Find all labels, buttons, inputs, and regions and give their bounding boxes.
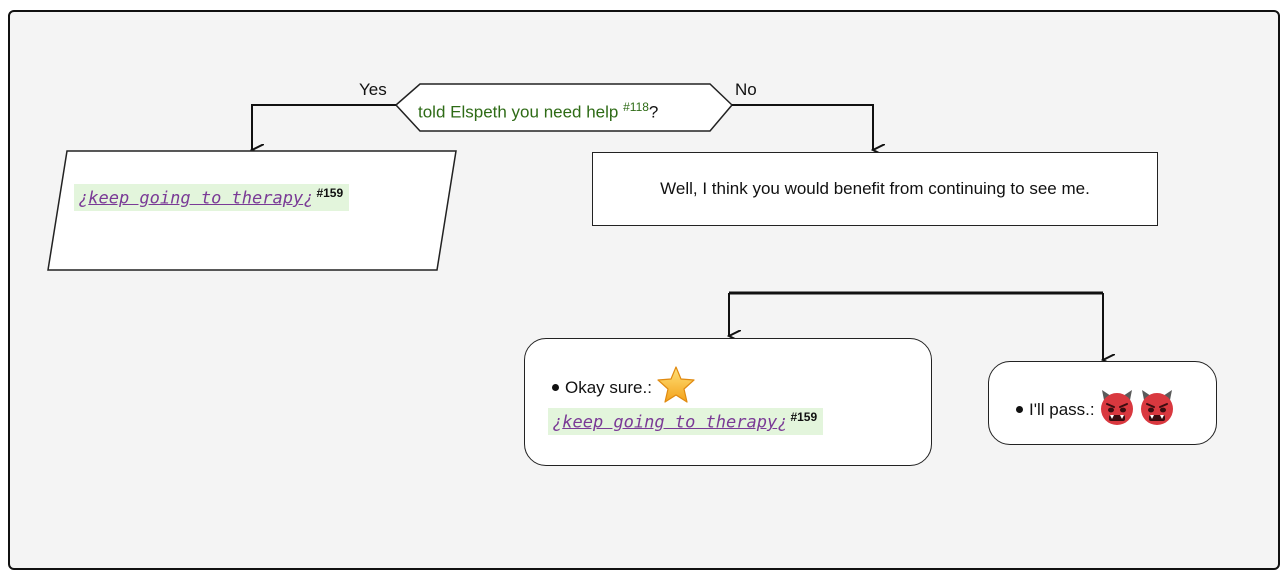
yes-callout: ¿keep going to therapy¿#159 [74,184,350,212]
option-okay-sure[interactable] [524,338,932,466]
no-message-box: Well, I think you would benefit from con… [592,152,1158,226]
yes-label: Yes [359,80,387,99]
option-ill-pass-label: I'll pass.: [1029,399,1095,419]
option-okay-sure-line: Okay sure.: [552,366,696,409]
decision-ref[interactable]: #118 [623,100,649,114]
therapy-link[interactable]: keep going to therapy [562,412,778,433]
close-mark: ¿ [777,412,788,433]
option-okay-sure-callout: ¿keep going to therapy¿#159 [548,408,824,436]
no-message-text: Well, I think you would benefit from con… [660,179,1090,198]
decision-text: told Elspeth you need help #118? [418,100,658,123]
close-mark: ¿ [303,188,314,209]
angry-devil-icon [1139,388,1175,431]
star-icon [656,366,696,409]
option-okay-sure-label: Okay sure.: [565,377,652,397]
option-ill-pass-line: I'll pass.: [1016,388,1175,431]
therapy-ref[interactable]: #159 [790,410,818,424]
yes-connector [252,104,396,150]
decision-question: told Elspeth you need help [418,102,619,122]
no-label: No [735,80,757,99]
bullet [1016,406,1023,413]
bullet [552,384,559,391]
open-mark: ¿ [552,412,563,433]
angry-devil-icon [1099,388,1135,431]
open-mark: ¿ [78,188,89,209]
no-connector [732,104,873,150]
therapy-ref[interactable]: #159 [316,186,344,200]
therapy-link[interactable]: keep going to therapy [88,188,304,209]
decision-suffix: ? [648,102,659,122]
